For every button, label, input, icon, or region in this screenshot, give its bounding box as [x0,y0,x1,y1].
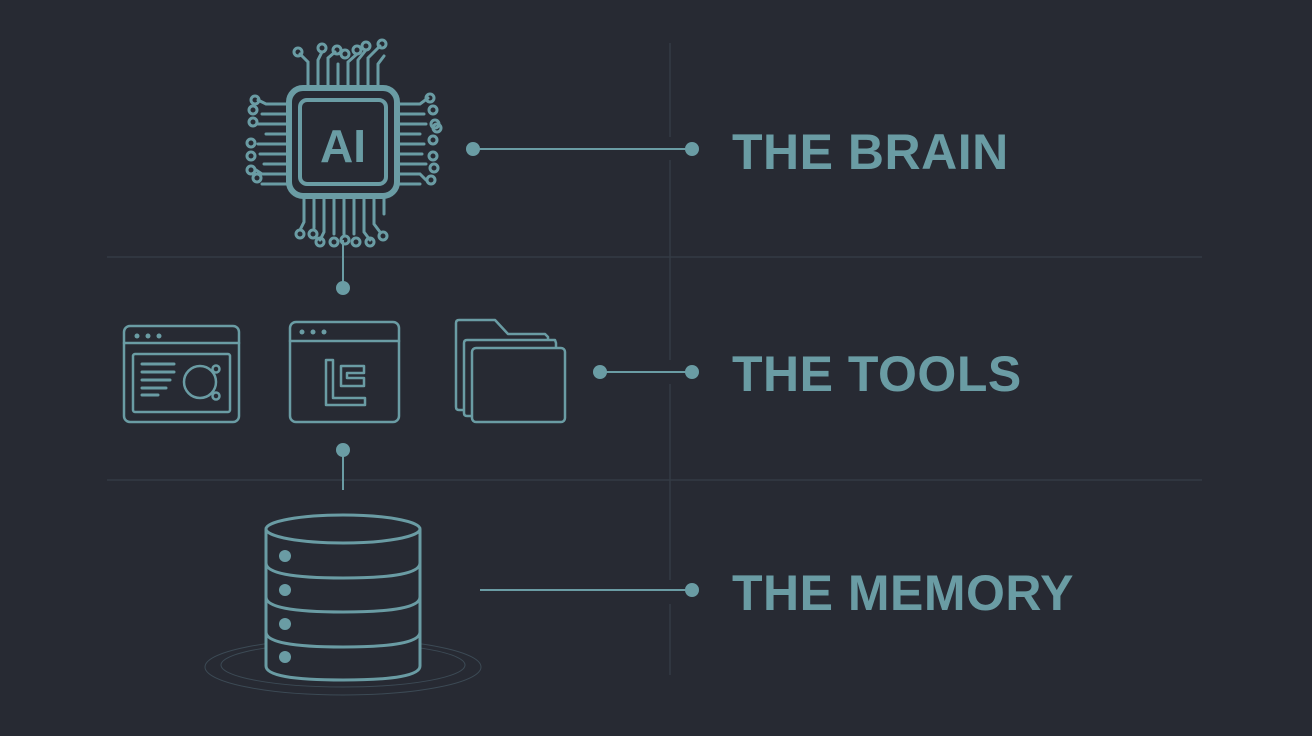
chip-pins-bottom [294,193,389,248]
chip-pins-left [245,94,292,186]
brain-to-tools-connector [336,240,350,295]
code-editor-window-icon [288,320,401,424]
label-the-tools: THE TOOLS [732,346,1022,402]
chip-outer-body [286,85,400,199]
memory-connector [480,583,699,597]
chip-pins-right [394,92,443,186]
tools-connector [593,365,699,379]
brain-connector [466,142,699,156]
ai-chip-icon: AI [245,38,443,248]
database-icon [204,513,482,696]
grid-dividers [107,43,1202,675]
chip-label: AI [320,120,366,172]
tools-to-memory-connector [336,443,350,490]
connectors [336,142,699,597]
folder-stack-icon [454,318,567,424]
label-the-memory: THE MEMORY [732,565,1075,621]
chip-inner-body [298,98,388,186]
browser-search-window-icon [122,324,241,424]
label-the-brain: THE BRAIN [732,124,1009,180]
chip-pins-top [292,38,388,90]
